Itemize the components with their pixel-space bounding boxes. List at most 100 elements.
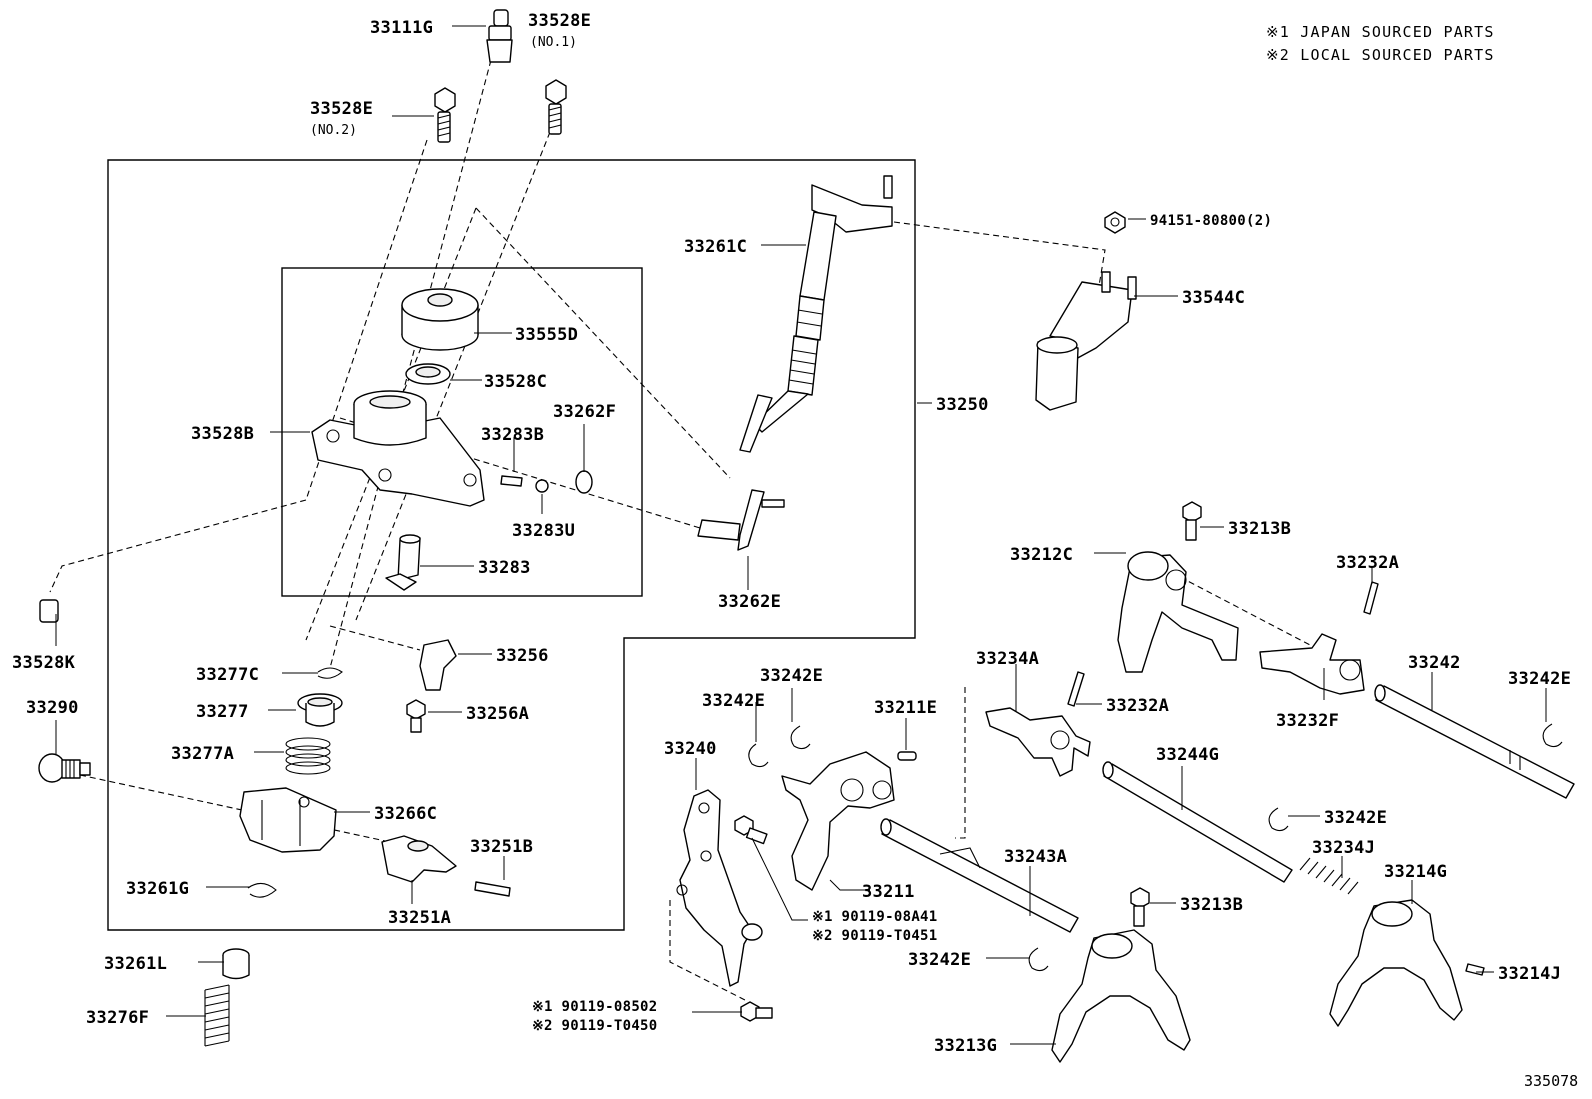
- pin-33283: [385, 534, 421, 591]
- plug-33528K: [39, 599, 59, 623]
- label-33290: 33290: [26, 698, 79, 718]
- label-33261G: 33261G: [126, 879, 189, 899]
- bolt-33256A: [406, 699, 426, 733]
- label-33242E-a: 33242E: [760, 666, 823, 686]
- label-33283U: 33283U: [512, 521, 575, 541]
- label-33242: 33242: [1408, 653, 1461, 673]
- diagram-id: 335078: [1524, 1072, 1578, 1090]
- label-90119-08502: ※1 90119-08502: [532, 999, 658, 1015]
- boot-33555D: [401, 288, 479, 351]
- label-33256: 33256: [496, 646, 549, 666]
- label-94151-80800: 94151-80800(2): [1150, 213, 1272, 229]
- snap-ring-33242E-a: [748, 743, 769, 768]
- leader-lines: [55, 25, 1547, 1045]
- label-33251A: 33251A: [388, 908, 451, 928]
- snap-ring-33242E-b: [790, 725, 811, 750]
- label-33256A: 33256A: [466, 704, 529, 724]
- label-33528E-no1-sub: (NO.1): [530, 35, 577, 50]
- ring-33261G: [247, 882, 277, 898]
- shift-rail-33244G: [1102, 761, 1293, 883]
- bracket-33544C: [1035, 271, 1137, 411]
- label-33242E-b: 33242E: [702, 691, 765, 711]
- pin-33214J: [1465, 963, 1485, 976]
- label-33243A: 33243A: [1004, 847, 1067, 867]
- label-33528C: 33528C: [484, 372, 547, 392]
- head-33232F: [1259, 633, 1365, 695]
- label-33211E: 33211E: [874, 698, 937, 718]
- snap-ring-33242E-c: [1268, 807, 1289, 832]
- label-33240: 33240: [664, 739, 717, 759]
- plug-33290: [38, 753, 91, 783]
- label-33266C: 33266C: [374, 804, 437, 824]
- label-33528E-no1: 33528E: [528, 11, 591, 31]
- shift-shaft-33261C: [739, 175, 893, 453]
- label-33262F: 33262F: [553, 402, 616, 422]
- note-local-sourced: ※2 LOCAL SOURCED PARTS: [1266, 46, 1495, 64]
- bushing-33262F: [575, 470, 593, 494]
- label-33277A: 33277A: [171, 744, 234, 764]
- assembly-33250-outline: [107, 159, 916, 931]
- snap-ring-33242E-right: [1542, 723, 1563, 748]
- seat-33277: [297, 693, 343, 727]
- breather-plug-33111G: [486, 9, 513, 63]
- bolt-33528E-no1: [545, 79, 567, 135]
- bolt-90119-08A41: [734, 815, 768, 845]
- shift-head-33211: [781, 751, 895, 891]
- lever-33262E: [697, 489, 785, 551]
- label-33111G: 33111G: [370, 18, 433, 38]
- spring-33276F: [204, 984, 230, 1047]
- spring-pin-33232A-top: [1363, 581, 1379, 615]
- label-33528E-no2: 33528E: [310, 99, 373, 119]
- label-33214J: 33214J: [1498, 964, 1561, 984]
- plug-33261L: [222, 948, 250, 980]
- housing-33528B: [311, 390, 485, 507]
- spring-pin-33232A-mid: [1067, 671, 1085, 707]
- bolt-33213B-top: [1182, 501, 1202, 541]
- pin-33211E: [897, 751, 917, 761]
- label-33544C: 33544C: [1182, 288, 1245, 308]
- label-33211: 33211: [862, 882, 915, 902]
- label-33555D: 33555D: [515, 325, 578, 345]
- shift-rail-33243A: [880, 818, 1079, 933]
- shift-fork-33213G: [1051, 929, 1191, 1063]
- spring-33234J: [1299, 857, 1359, 895]
- label-33213G: 33213G: [934, 1036, 997, 1056]
- label-33232A-top: 33232A: [1336, 553, 1399, 573]
- note-japan-sourced: ※1 JAPAN SOURCED PARTS: [1266, 23, 1495, 41]
- label-33244G: 33244G: [1156, 745, 1219, 765]
- label-33214G: 33214G: [1384, 862, 1447, 882]
- dashed-relation-lines: [49, 59, 1313, 1001]
- label-33234J: 33234J: [1312, 838, 1375, 858]
- label-33262E: 33262E: [718, 592, 781, 612]
- label-33232F: 33232F: [1276, 711, 1339, 731]
- nut-94151-80800: [1104, 211, 1126, 234]
- bolt-33528E-no2: [434, 87, 456, 143]
- label-33261L: 33261L: [104, 954, 167, 974]
- label-33213B-top: 33213B: [1228, 519, 1291, 539]
- spring-33277A: [285, 737, 331, 775]
- label-33242E-d: 33242E: [908, 950, 971, 970]
- shift-fork-33214G: [1329, 899, 1463, 1027]
- snap-ring-33242E-d: [1028, 947, 1049, 972]
- label-33242E-c: 33242E: [1324, 808, 1387, 828]
- label-33528B: 33528B: [191, 424, 254, 444]
- lever-33256: [419, 639, 457, 691]
- pin-33283B: [500, 475, 523, 487]
- shift-fork-33212C: [1117, 551, 1239, 673]
- label-33242E-right: 33242E: [1508, 669, 1571, 689]
- part-labels: 33111G 33528E (NO.1) 33528E (NO.2) 33261…: [12, 11, 1571, 1056]
- label-33232A-mid: 33232A: [1106, 696, 1169, 716]
- label-33528K: 33528K: [12, 653, 76, 673]
- block-33266C: [239, 787, 337, 853]
- label-33261C: 33261C: [684, 237, 747, 257]
- lever-33251A: [381, 835, 457, 883]
- label-90119-08A41: ※1 90119-08A41: [812, 909, 938, 925]
- shift-rail-33242: [1374, 684, 1575, 799]
- label-90119-T0450: ※2 90119-T0450: [532, 1018, 658, 1034]
- head-33234A: [985, 707, 1091, 777]
- label-33234A: 33234A: [976, 649, 1039, 669]
- label-33528E-no2-sub: (NO.2): [310, 123, 357, 138]
- label-33212C: 33212C: [1010, 545, 1073, 565]
